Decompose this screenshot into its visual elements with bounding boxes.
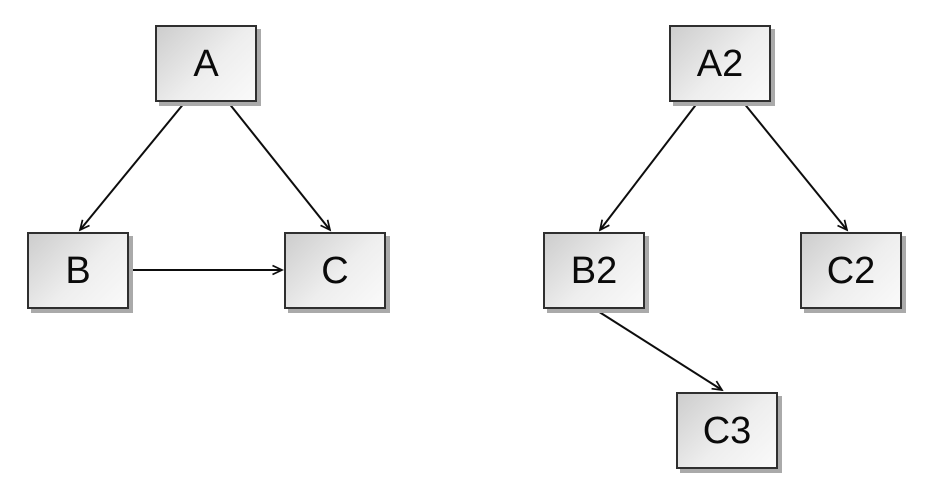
node-C-label: C — [321, 249, 349, 292]
node-B[interactable]: B — [27, 232, 129, 309]
node-A[interactable]: A — [155, 25, 257, 102]
node-B-label: B — [65, 249, 91, 292]
node-C3[interactable]: C3 — [676, 392, 778, 469]
edge-A2-to-B2[interactable] — [598, 101, 699, 232]
node-C3-label: C3 — [702, 409, 752, 452]
node-C2[interactable]: C2 — [800, 232, 902, 309]
edge-A-to-C[interactable] — [227, 101, 332, 232]
node-B2[interactable]: B2 — [543, 232, 645, 309]
node-A2[interactable]: A2 — [669, 25, 771, 102]
edge-A2-to-C2[interactable] — [742, 101, 849, 232]
node-B2-label: B2 — [570, 249, 618, 292]
node-C2-label: C2 — [826, 249, 876, 292]
node-A2-label: A2 — [696, 42, 744, 85]
edge-A-to-B[interactable] — [78, 101, 186, 232]
node-C[interactable]: C — [284, 232, 386, 309]
node-A-label: A — [193, 42, 219, 85]
edge-B2-to-C3[interactable] — [592, 307, 724, 392]
